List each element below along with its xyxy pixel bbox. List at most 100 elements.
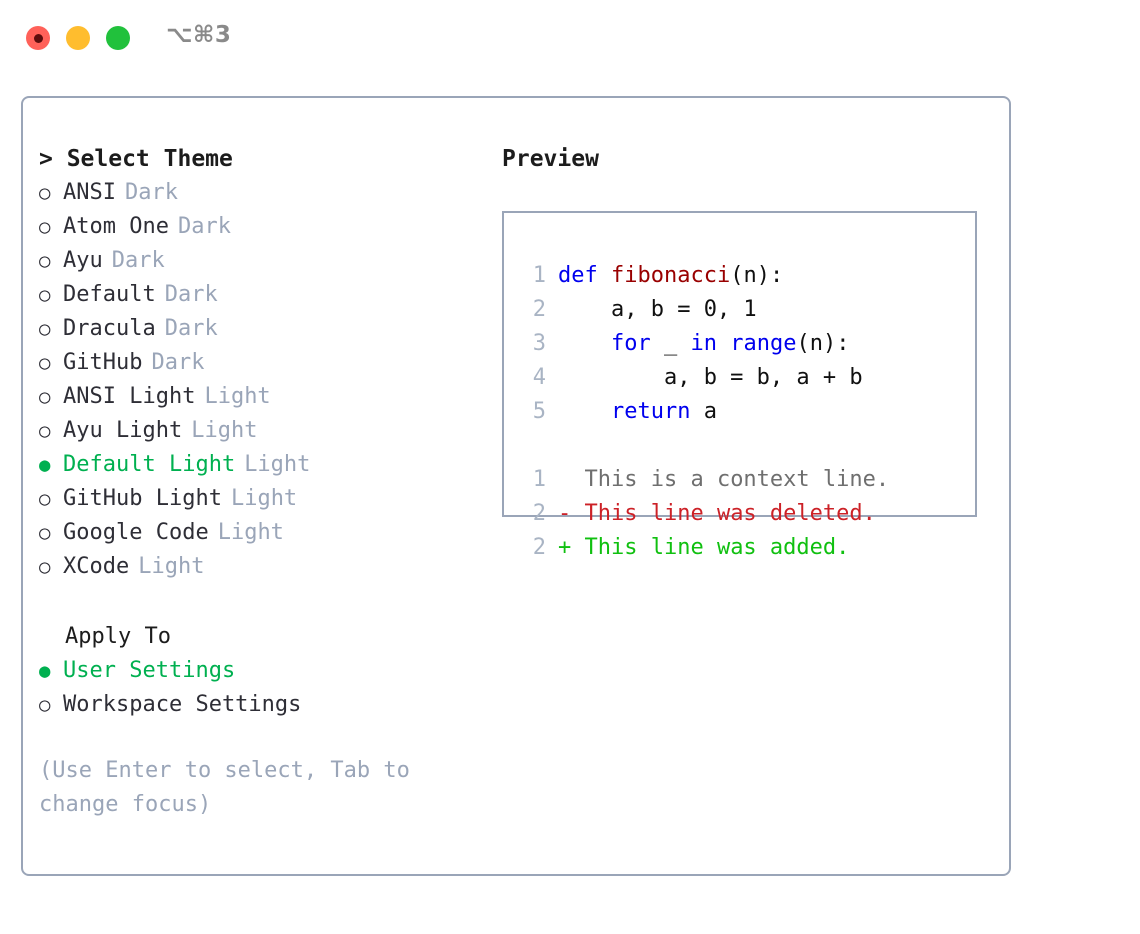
theme-item-label: Default: [63, 282, 156, 307]
theme-item-label: Atom One: [63, 214, 169, 239]
theme-item-tag: Dark: [177, 214, 231, 239]
theme-item-label: Dracula: [63, 316, 156, 341]
code-token-builtin: range: [730, 331, 797, 356]
line-number: 2: [532, 297, 546, 322]
diff-line-deleted: 2- This line was deleted.: [516, 497, 889, 531]
theme-item-tag: Light: [230, 486, 298, 511]
code-line: 2 a, b = 0, 1: [516, 293, 889, 327]
keyboard-hint: (Use Enter to select, Tab to change focu…: [39, 758, 424, 817]
radio-unselected-icon: ○: [39, 694, 51, 716]
theme-item-ansi[interactable]: ○ ANSI Dark: [39, 176, 499, 210]
apply-to-item-label: Workspace Settings: [63, 692, 302, 717]
code-token-keyword: for: [610, 331, 651, 356]
theme-item-label: GitHub Light: [63, 486, 222, 511]
theme-item-tag: Dark: [164, 316, 218, 341]
recording-dot-icon: [33, 33, 43, 43]
code-token-plain: a, b = 0, 1: [558, 297, 757, 322]
diff-line-text: This line was added.: [571, 535, 850, 560]
line-number: 2: [532, 501, 546, 526]
theme-list-header: > Select Theme: [39, 146, 233, 172]
radio-unselected-icon: ○: [39, 216, 51, 238]
code-token-keyword: def: [558, 263, 611, 288]
apply-to-list: ● User Settings ○ Workspace Settings: [39, 654, 499, 722]
radio-selected-icon: ●: [39, 660, 51, 682]
theme-item-tag: Light: [217, 520, 284, 545]
radio-unselected-icon: ○: [39, 522, 51, 544]
minimize-button[interactable]: [66, 26, 90, 50]
radio-selected-icon: ●: [39, 454, 51, 476]
theme-item-label: ANSI: [63, 180, 116, 205]
code-line-text: return a: [558, 395, 717, 429]
line-number: 2: [532, 535, 546, 560]
code-token-plain: [558, 399, 611, 424]
theme-item-tag: Dark: [151, 350, 205, 375]
radio-unselected-icon: ○: [39, 556, 51, 578]
theme-item-tag: Light: [204, 384, 271, 409]
diff-line-text: This line was deleted.: [571, 501, 876, 526]
diff-line-context: 1 This is a context line.: [516, 463, 889, 497]
code-token-plain: a, b = b, a + b: [558, 365, 863, 390]
theme-item-label: Google Code: [63, 520, 209, 545]
code-token-plain: _: [650, 331, 691, 356]
code-token-plain: (n):: [730, 263, 784, 288]
theme-item-tag: Dark: [111, 248, 165, 273]
diff-line-added: 2 + This line was added.: [516, 531, 889, 565]
code-line-text: def fibonacci(n):: [558, 259, 783, 293]
theme-item-tag: Light: [138, 554, 205, 579]
diff-line-text: This is a context line.: [571, 467, 890, 492]
code-token-plain: a: [690, 399, 717, 424]
code-line: 4 a, b = b, a + b: [516, 361, 889, 395]
line-number: 5: [532, 399, 546, 424]
radio-unselected-icon: ○: [39, 250, 51, 272]
theme-item-tag: Dark: [124, 180, 178, 205]
diff-sign: +: [558, 535, 572, 560]
theme-item-label: ANSI Light: [63, 384, 196, 409]
line-number: 1: [532, 467, 546, 492]
code-token-plain: [558, 331, 611, 356]
theme-item-google-code[interactable]: ○ Google Code Light: [39, 516, 499, 550]
code-line: 5 return a: [516, 395, 889, 429]
theme-item-label: Default Light: [63, 452, 236, 477]
code-token-keyword: in: [690, 331, 717, 356]
apply-to-item-label: User Settings: [63, 658, 236, 683]
radio-unselected-icon: ○: [39, 182, 51, 204]
maximize-button[interactable]: [106, 26, 130, 50]
radio-unselected-icon: ○: [39, 284, 51, 306]
line-number: 4: [532, 365, 546, 390]
radio-unselected-icon: ○: [39, 352, 51, 374]
theme-item-atom-one[interactable]: ○ Atom One Dark: [39, 210, 499, 244]
radio-unselected-icon: ○: [39, 386, 51, 408]
code-line-text: a, b = 0, 1: [558, 293, 757, 327]
window-controls: [26, 26, 130, 50]
theme-item-label: GitHub: [63, 350, 143, 375]
theme-item-github[interactable]: ○ GitHub Dark: [39, 346, 499, 380]
diff-lines: 1 This is a context line.2- This line wa…: [516, 463, 889, 565]
title-bar: ⌥⌘3: [0, 0, 1140, 78]
diff-sign: [558, 463, 571, 497]
apply-to-item-workspace-settings[interactable]: ○ Workspace Settings: [39, 688, 499, 722]
line-number: 3: [532, 331, 546, 356]
keyboard-shortcut-label: ⌥⌘3: [166, 22, 232, 48]
diff-sign: -: [558, 501, 572, 526]
close-button[interactable]: [26, 26, 50, 50]
code-line-text: a, b = b, a + b: [558, 361, 863, 395]
theme-item-label: Ayu Light: [63, 418, 183, 443]
apply-to-item-user-settings[interactable]: ● User Settings: [39, 654, 499, 688]
code-token-keyword: return: [610, 399, 691, 424]
apply-to-header: Apply To: [65, 624, 171, 649]
theme-item-ansi-light[interactable]: ○ ANSI Light Light: [39, 380, 499, 414]
